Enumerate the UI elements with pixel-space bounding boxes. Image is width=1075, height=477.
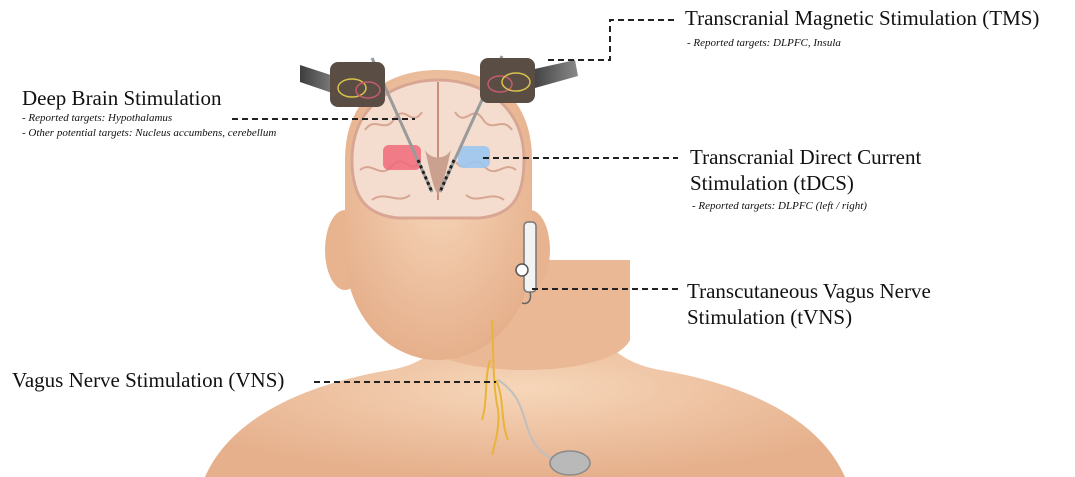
tms-coil-right [480, 58, 578, 103]
dbs-other-targets: - Other potential targets: Nucleus accum… [22, 127, 276, 140]
tms-targets: - Reported targets: DLPFC, Insula [687, 37, 841, 50]
tdcs-title-line2: Stimulation (tDCS) [690, 171, 854, 196]
vns-pulse-generator [550, 451, 590, 475]
tvns-title-line2: Stimulation (tVNS) [687, 305, 852, 330]
tvns-title-line1: Transcutaneous Vagus Nerve [687, 279, 931, 304]
leader-tms [548, 20, 675, 60]
dbs-targets: - Reported targets: Hypothalamus [22, 112, 172, 125]
tms-title: Transcranial Magnetic Stimulation (TMS) [685, 6, 1039, 31]
tdcs-title-line1: Transcranial Direct Current [690, 145, 921, 170]
tms-coil-left [300, 62, 385, 107]
vns-title: Vagus Nerve Stimulation (VNS) [12, 368, 284, 393]
dbs-title: Deep Brain Stimulation [22, 86, 221, 111]
tdcs-targets: - Reported targets: DLPFC (left / right) [692, 200, 867, 213]
